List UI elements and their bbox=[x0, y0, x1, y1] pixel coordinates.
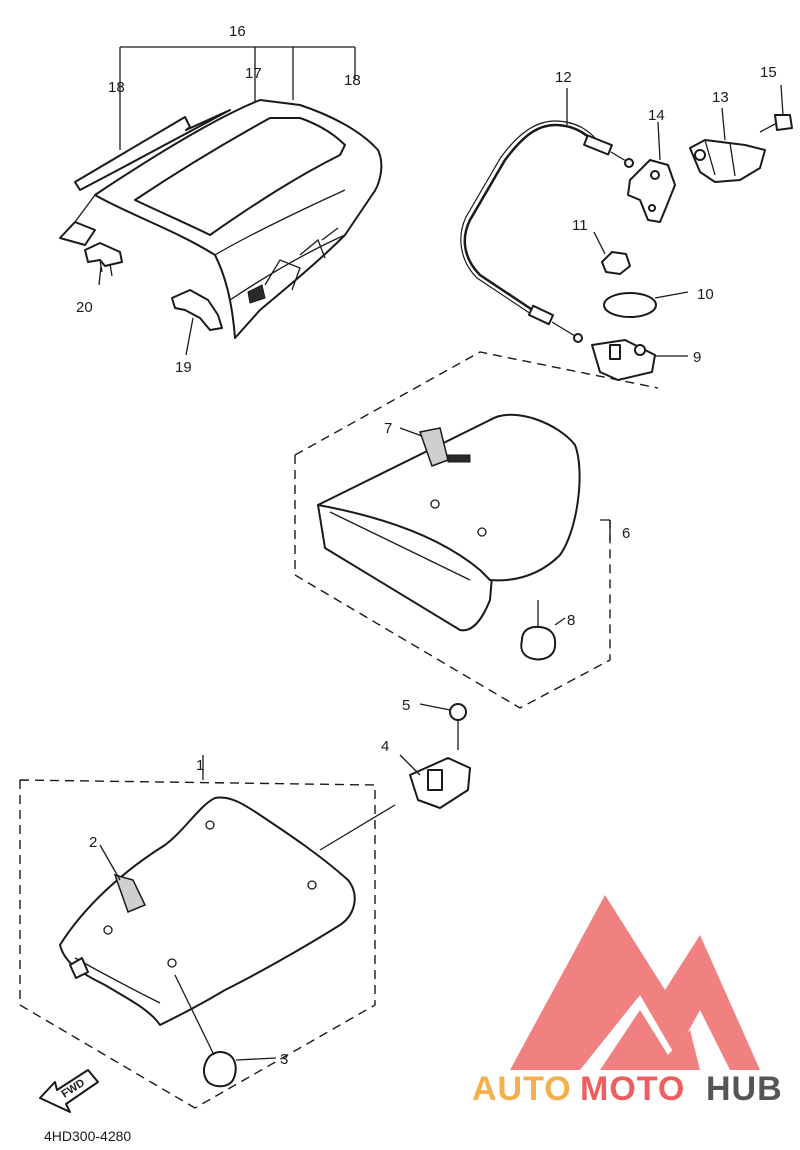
callout-5: 5 bbox=[402, 697, 410, 714]
callout-13: 13 bbox=[712, 89, 729, 106]
bracket-19 bbox=[171, 289, 223, 356]
callout-9: 9 bbox=[693, 349, 701, 366]
watermark-brand-moto: MOTO bbox=[580, 1070, 685, 1108]
lock-13 bbox=[689, 107, 766, 183]
callout-14: 14 bbox=[648, 107, 665, 124]
callout-8: 8 bbox=[567, 612, 575, 629]
callout-1: 1 bbox=[196, 757, 204, 774]
front-seat bbox=[19, 755, 396, 1109]
nut-11 bbox=[593, 231, 631, 275]
callout-20: 20 bbox=[76, 299, 93, 316]
screw-15 bbox=[759, 84, 793, 133]
latch-9 bbox=[591, 339, 688, 381]
callout-3: 3 bbox=[280, 1051, 288, 1068]
callout-18-right: 18 bbox=[344, 72, 361, 89]
callout-6: 6 bbox=[622, 525, 630, 542]
hinge-4 bbox=[399, 754, 471, 809]
watermark-brand-hub: HUB bbox=[706, 1070, 783, 1108]
callout-18-left: 18 bbox=[108, 79, 125, 96]
callout-11: 11 bbox=[572, 217, 588, 234]
callout-16: 16 bbox=[229, 23, 246, 40]
watermark-brand-auto: AUTO bbox=[472, 1070, 572, 1108]
plate-10 bbox=[603, 291, 689, 318]
lever-14 bbox=[627, 121, 676, 223]
callout-4: 4 bbox=[381, 738, 389, 755]
callout-17: 17 bbox=[245, 65, 262, 82]
callout-15: 15 bbox=[760, 64, 777, 81]
callout-7: 7 bbox=[384, 420, 392, 437]
clip-20 bbox=[84, 242, 123, 286]
seat-lock-cable bbox=[460, 88, 634, 343]
diagram-code: 4HD300-4280 bbox=[44, 1128, 132, 1144]
automotohub-logo bbox=[510, 895, 760, 1070]
callout-10: 10 bbox=[697, 286, 714, 303]
seat-cowl bbox=[59, 46, 383, 339]
callout-2: 2 bbox=[89, 834, 97, 851]
bolt-5 bbox=[419, 703, 467, 750]
callout-12: 12 bbox=[555, 69, 572, 86]
rear-seat bbox=[294, 351, 659, 709]
fwd-arrow-icon: FWD bbox=[39, 1069, 99, 1113]
callout-19: 19 bbox=[175, 359, 192, 376]
